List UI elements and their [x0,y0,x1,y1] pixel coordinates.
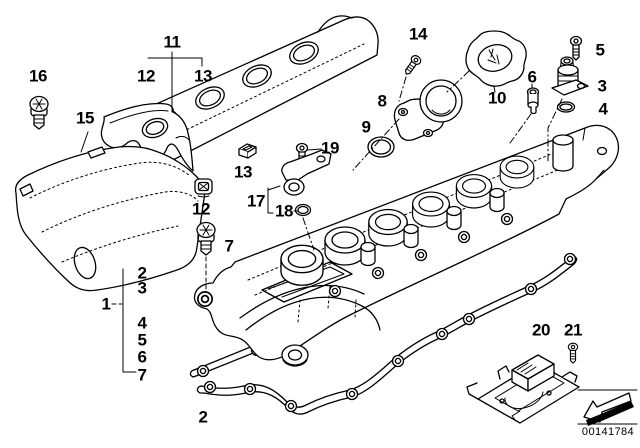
screw-7-icon [196,221,216,256]
callout-9[interactable]: 9 [361,117,371,137]
callout-13-top[interactable]: 13 [194,66,212,86]
module-bracket-20-icon [466,354,580,424]
callout-21[interactable]: 21 [564,320,582,340]
callout-8[interactable]: 8 [377,91,387,111]
callout-7-list[interactable]: 7 [137,365,147,385]
callout-2-list[interactable]: 2 [137,263,147,283]
valve-6-icon [526,87,540,115]
oil-filler-cap-10-icon [465,30,527,93]
bolt-14-icon [401,53,423,78]
callout-5-list[interactable]: 5 [137,330,147,350]
callout-12-top[interactable]: 12 [137,66,155,86]
vent-valve-3-icon [551,56,589,96]
callout-12-mid[interactable]: 12 [192,199,210,219]
callout-6[interactable]: 6 [527,67,537,87]
leader-lines [80,51,563,373]
callout-19[interactable]: 19 [321,138,339,158]
callout-4[interactable]: 4 [598,99,608,119]
oil-filler-neck-8-icon [393,79,463,141]
callout-20[interactable]: 20 [532,320,550,340]
callout-5[interactable]: 5 [595,40,605,60]
callout-13-mid[interactable]: 13 [234,162,252,182]
callout-14[interactable]: 14 [409,24,427,44]
valve-cover-drawing [193,124,620,367]
screw-21-icon [567,342,579,364]
o-ring-18-icon [294,203,312,217]
callout-16[interactable]: 16 [29,66,47,86]
grommet-12-icon [194,178,213,198]
camshaft-sensor-17-icon [281,149,332,196]
callout-4-list[interactable]: 4 [137,313,147,333]
callout-3[interactable]: 3 [597,76,607,96]
o-ring-4-icon [556,101,576,113]
clip-13-icon [238,143,257,159]
engine-cover-drawing [14,145,206,292]
screw-5-icon [569,35,583,61]
callout-18[interactable]: 18 [275,201,293,221]
screw-16-icon [29,95,49,130]
callout-15[interactable]: 15 [76,108,94,128]
callout-3-list[interactable]: 3 [137,278,147,298]
callout-1[interactable]: 1 [101,294,111,314]
coil-cover-front-trim-drawing [100,102,194,172]
callout-10[interactable]: 10 [488,88,506,108]
diagram-number: 00141784 [581,426,635,438]
stamp-box [577,389,638,426]
callout-17[interactable]: 17 [247,191,265,211]
direction-arrow-icon [583,392,634,426]
callout-6-list[interactable]: 6 [137,347,147,367]
callout-11[interactable]: 11 [163,32,181,52]
gasket-ring-9-icon [367,136,395,158]
callout-7-mid[interactable]: 7 [224,236,234,256]
callout-2-bottom[interactable]: 2 [198,407,208,427]
